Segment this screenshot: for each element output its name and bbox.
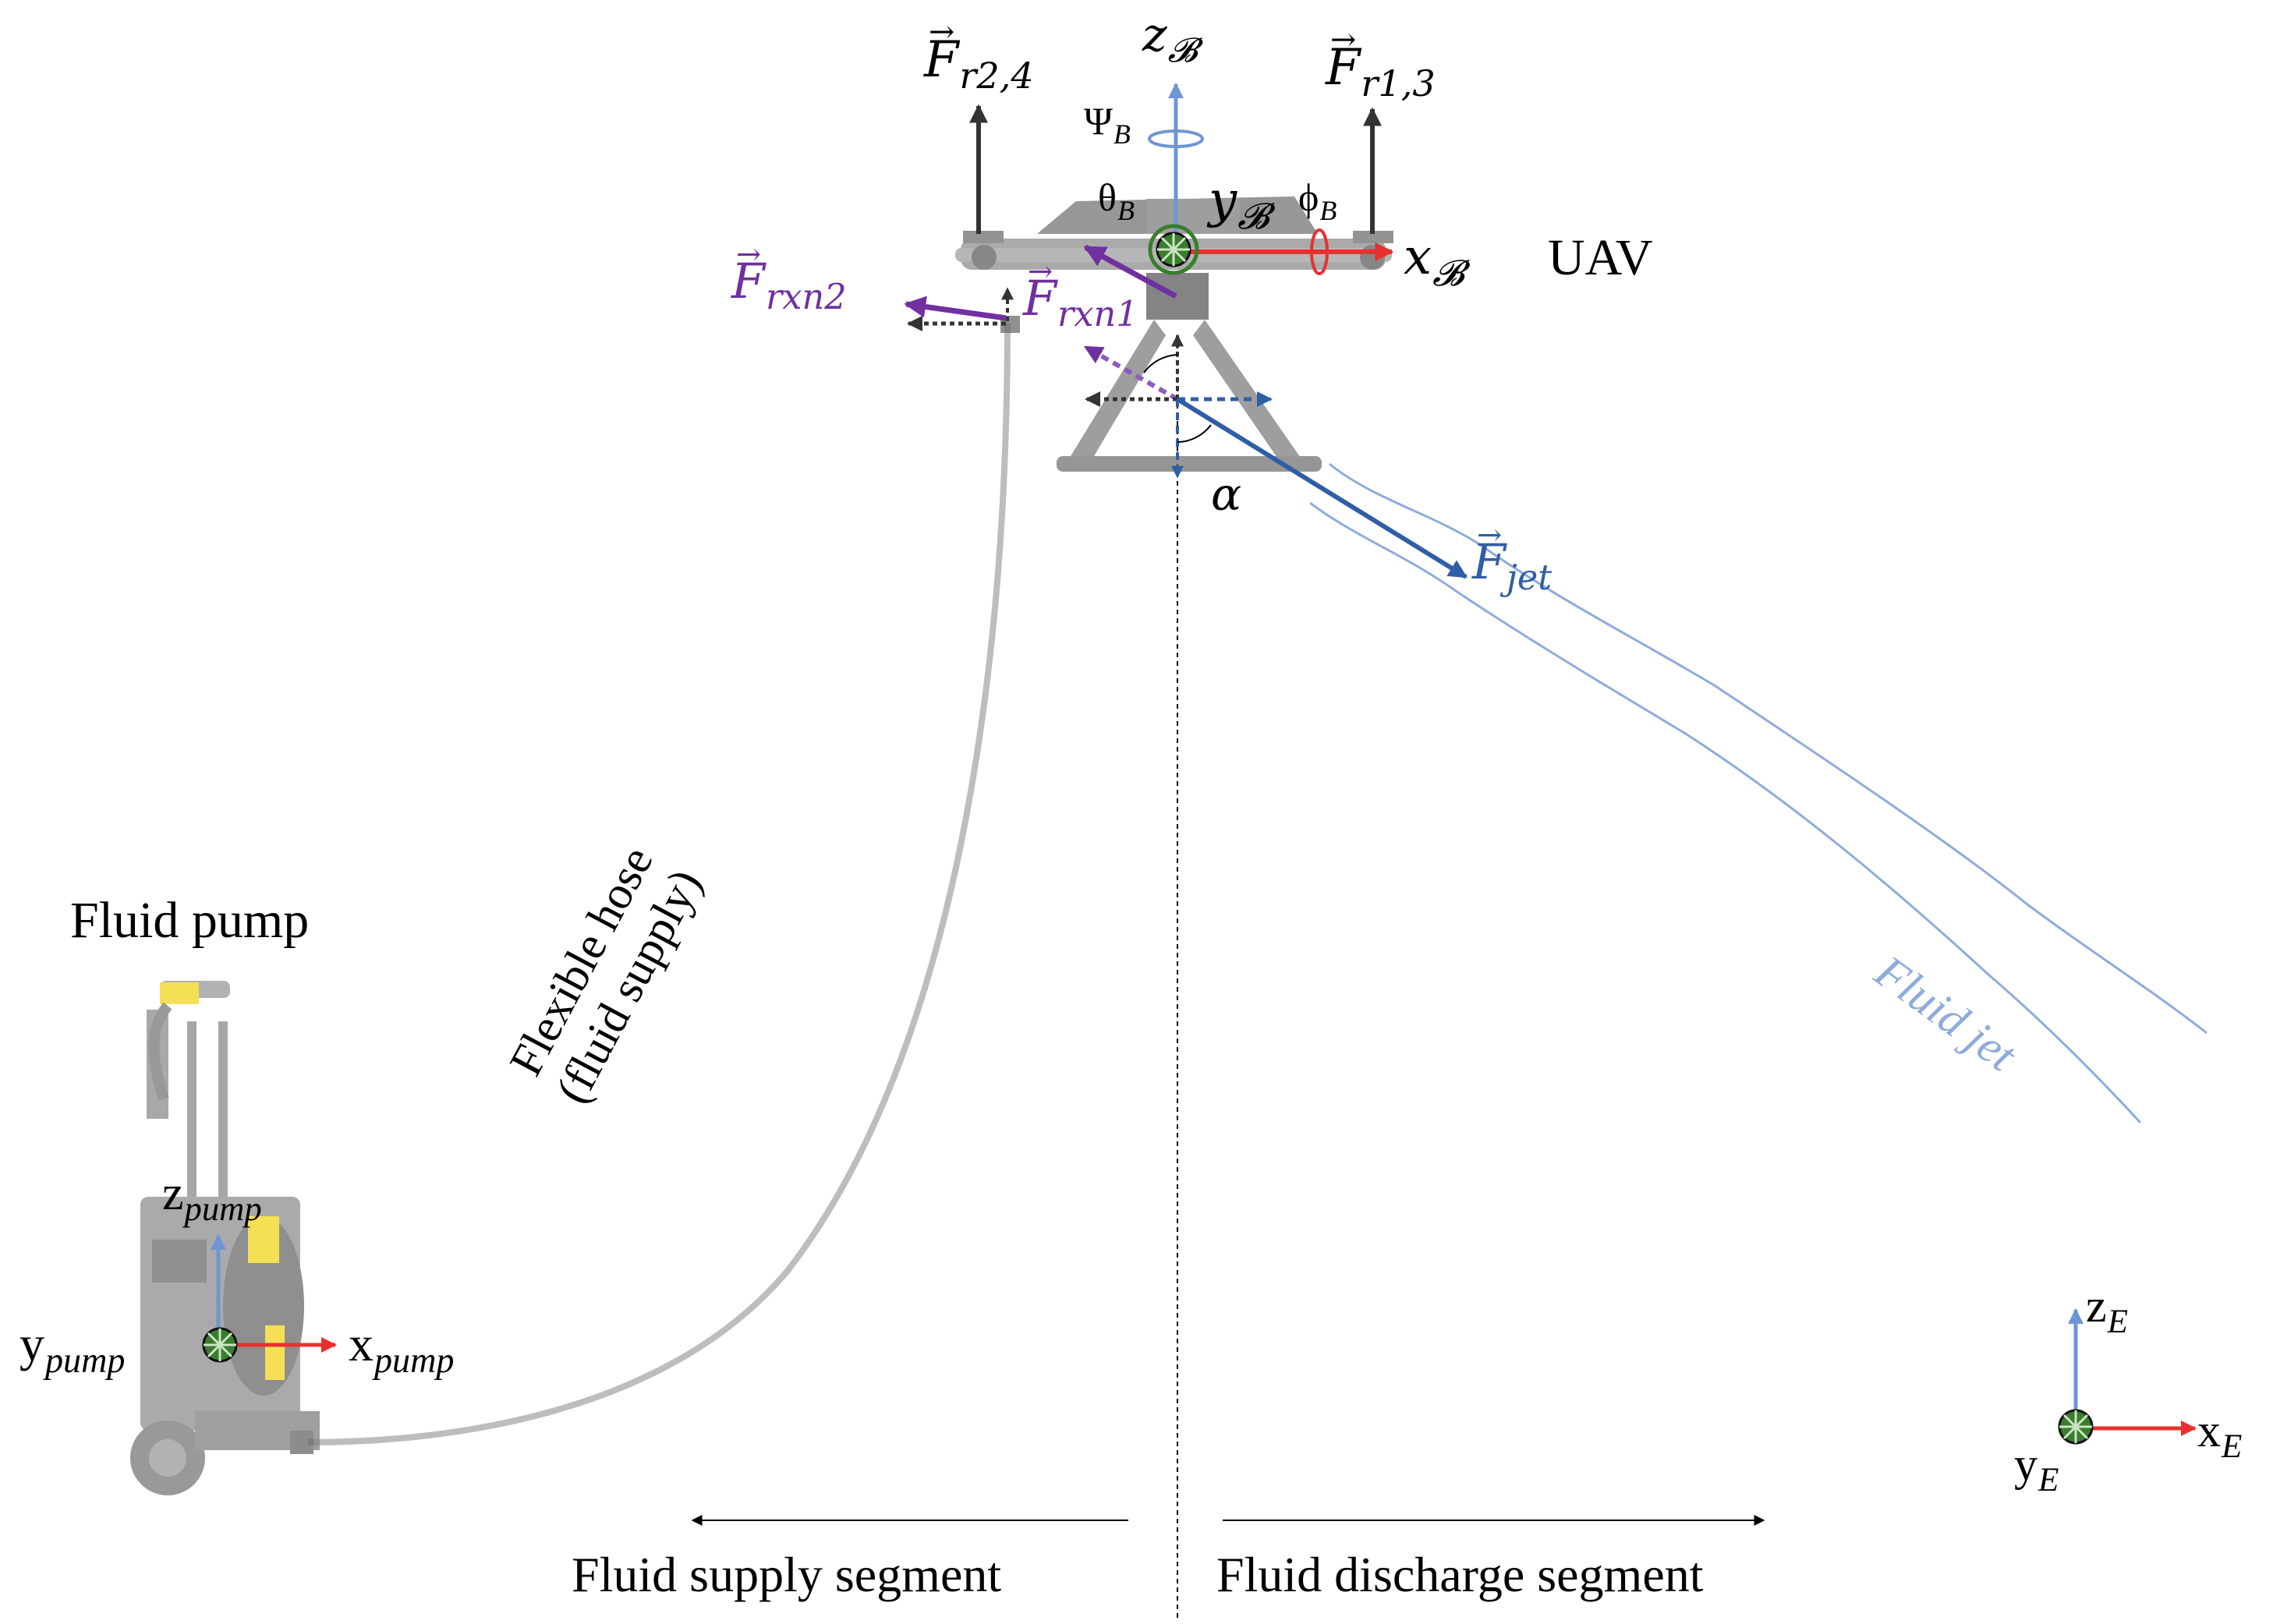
body-x-symbol: x xyxy=(1404,228,1432,286)
earth-z-label: zE xyxy=(2086,1280,2128,1339)
reaction-rxn1-subscript: rxn1 xyxy=(1057,294,1138,335)
uav-label: UAV xyxy=(1548,229,1653,286)
earth-x-label: xE xyxy=(2197,1405,2242,1463)
phi-label: ϕB xyxy=(1298,175,1337,225)
reaction-rxn2-arrow xyxy=(904,295,1007,321)
reaction-rxn2-label: Frxn2 xyxy=(731,240,847,315)
jet-force-subscript: jet xyxy=(1506,557,1553,599)
earth-y-axis-out-of-page-icon xyxy=(2058,1409,2094,1445)
body-y-label: y𝓑 xyxy=(1209,175,1269,234)
earth-z-symbol: z xyxy=(2086,1280,2107,1332)
psi-subscript: B xyxy=(1113,118,1131,150)
reaction-rxn1-symbol: F xyxy=(1023,257,1057,323)
pump-z-label: zpump xyxy=(162,1167,262,1226)
psi-rotation-icon xyxy=(1148,129,1204,148)
angle-arc-lower xyxy=(1177,424,1212,443)
theta-label: θB xyxy=(1098,175,1135,225)
reaction-rxn1-label: Frxn1 xyxy=(1023,257,1138,332)
body-z-symbol: z xyxy=(1142,8,1167,62)
fluid-jet-upper xyxy=(1329,462,2208,1035)
flexible-hose xyxy=(307,323,1011,1445)
earth-y-symbol: y xyxy=(2014,1438,2038,1490)
fluid-pump-label: Fluid pump xyxy=(70,892,310,949)
thrust-r24-label: Fr2,4 xyxy=(924,17,1034,94)
angle-arc-upper xyxy=(1143,354,1178,373)
thrust-r24-subscript: r2,4 xyxy=(959,54,1034,97)
body-y-symbol: y xyxy=(1209,172,1237,229)
pump-y-symbol: y xyxy=(19,1316,44,1371)
jet-force-label: Fjet xyxy=(1472,521,1552,596)
earth-z-subscript: E xyxy=(2107,1303,2129,1340)
theta-subscript: B xyxy=(1117,194,1135,226)
thrust-r13-symbol: F xyxy=(1326,25,1360,93)
pump-z-subscript: pump xyxy=(184,1189,262,1229)
pump-x-symbol: x xyxy=(349,1316,374,1371)
psi-symbol: Ψ xyxy=(1084,99,1113,143)
phi-symbol: ϕ xyxy=(1298,175,1319,219)
phi-rotation-icon xyxy=(1310,228,1329,275)
jet-force-symbol: F xyxy=(1472,521,1506,586)
pump-x-label: xpump xyxy=(349,1316,454,1378)
pump-y-axis-out-of-page-icon xyxy=(202,1327,238,1363)
reaction-rxn1-dashed xyxy=(1083,345,1179,402)
pump-x-subscript: pump xyxy=(374,1339,455,1380)
supply-segment-label: Fluid supply segment xyxy=(572,1547,1002,1602)
body-y-subscript: 𝓑 xyxy=(1237,194,1269,237)
reaction-rxn1-arrow xyxy=(1083,244,1177,299)
earth-y-label: yE xyxy=(2014,1438,2059,1497)
reaction-rxn2-symbol: F xyxy=(731,240,765,306)
pump-y-subscript: pump xyxy=(45,1339,126,1380)
body-y-axis-out-of-page-icon xyxy=(1148,224,1199,275)
thrust-r24-symbol: F xyxy=(924,17,958,85)
psi-label: ΨB xyxy=(1084,99,1131,148)
thrust-r13-subscript: r1,3 xyxy=(1361,62,1436,104)
earth-x-subscript: E xyxy=(2222,1428,2243,1465)
thrust-r13-label: Fr1,3 xyxy=(1326,25,1436,101)
jet-force-arrow xyxy=(1176,397,1468,579)
fluid-pump-machine xyxy=(130,981,320,1495)
discharge-segment-label: Fluid discharge segment xyxy=(1216,1547,1704,1602)
theta-symbol: θ xyxy=(1098,175,1117,219)
earth-y-subscript: E xyxy=(2038,1461,2059,1498)
earth-x-symbol: x xyxy=(2197,1405,2221,1456)
alpha-angle-label: α xyxy=(1211,468,1242,521)
body-x-label: x𝓑 xyxy=(1404,232,1464,291)
pump-y-label: ypump xyxy=(19,1316,125,1378)
reaction-rxn2-subscript: rxn2 xyxy=(766,277,847,318)
body-z-subscript: 𝓑 xyxy=(1167,30,1198,70)
fluid-jet-lower xyxy=(1309,501,2142,1124)
body-x-subscript: 𝓑 xyxy=(1432,251,1464,294)
pump-z-symbol: z xyxy=(162,1167,184,1220)
body-z-label: z𝓑 xyxy=(1142,12,1198,67)
phi-subscript: B xyxy=(1319,194,1337,226)
